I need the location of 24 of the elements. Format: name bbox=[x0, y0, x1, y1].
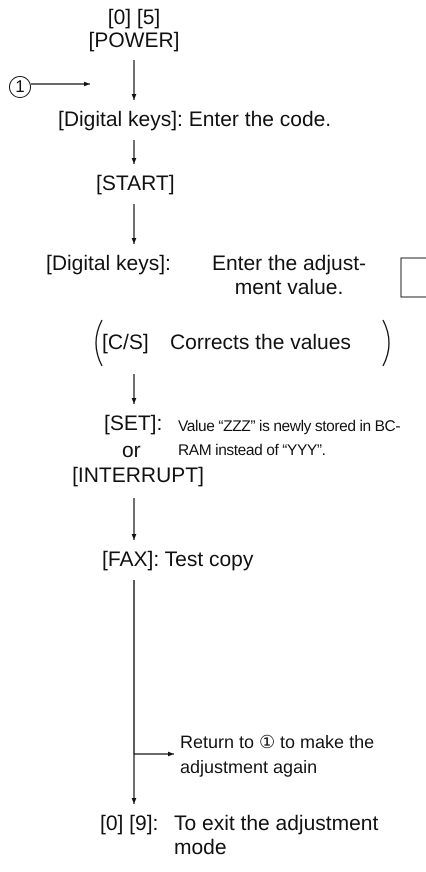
step-text: [C/S] bbox=[102, 331, 149, 355]
step-text: Return to ① to make the adjustment again bbox=[180, 731, 376, 779]
step-text: Enter the adjust- ment value. bbox=[210, 252, 368, 300]
arrow bbox=[132, 498, 136, 540]
step-text: To exit the adjustment mode bbox=[174, 812, 380, 860]
arrow bbox=[132, 204, 136, 244]
arrow bbox=[132, 140, 136, 164]
step-text: [Digital keys]: Enter the code. bbox=[58, 108, 332, 132]
arrow bbox=[132, 580, 136, 804]
step-text: [POWER] bbox=[87, 29, 180, 53]
step-text: [0] [5] bbox=[106, 6, 162, 30]
step-text: [START] bbox=[96, 172, 175, 196]
arrow bbox=[132, 374, 136, 404]
step-number-circle: 1 bbox=[9, 76, 31, 98]
step-text: [SET]: bbox=[104, 412, 162, 436]
step-text: [INTERRUPT] bbox=[71, 464, 205, 488]
step-text: [FAX]: Test copy bbox=[102, 548, 254, 572]
step-text: [Digital keys]: bbox=[46, 252, 171, 276]
step-text: Corrects the values bbox=[170, 331, 351, 355]
arrow bbox=[132, 60, 136, 100]
step-text: or bbox=[122, 439, 141, 463]
note-text: Value “ZZZ” is newly stored in BC-RAM instead of “YYY”. bbox=[178, 417, 402, 461]
arrow bbox=[31, 82, 90, 86]
step-text: [0] [9]: bbox=[100, 812, 158, 836]
